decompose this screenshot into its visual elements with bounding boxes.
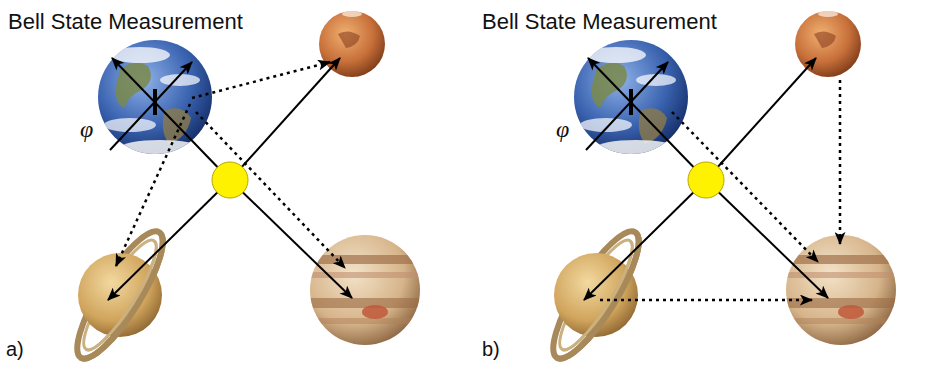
planets-panel-b <box>540 11 906 368</box>
beam-splitter <box>629 89 633 115</box>
dotted-arrows-a <box>116 62 345 268</box>
source-sun <box>688 162 724 198</box>
panel-letter: b) <box>482 338 500 361</box>
beam-splitter <box>153 89 157 115</box>
phase-symbol: φ <box>556 116 569 144</box>
solid-arrows-a <box>108 58 352 300</box>
source-sun <box>212 162 248 198</box>
phase-symbol: φ <box>80 116 93 144</box>
panel-heading: Bell State Measurement <box>8 9 243 34</box>
dotted-arrows-b <box>600 80 840 300</box>
planets-panel-a <box>64 11 430 368</box>
solid-arrows-b <box>584 58 828 300</box>
panel-letter: a) <box>6 338 24 361</box>
panel-heading: Bell State Measurement <box>482 9 717 34</box>
